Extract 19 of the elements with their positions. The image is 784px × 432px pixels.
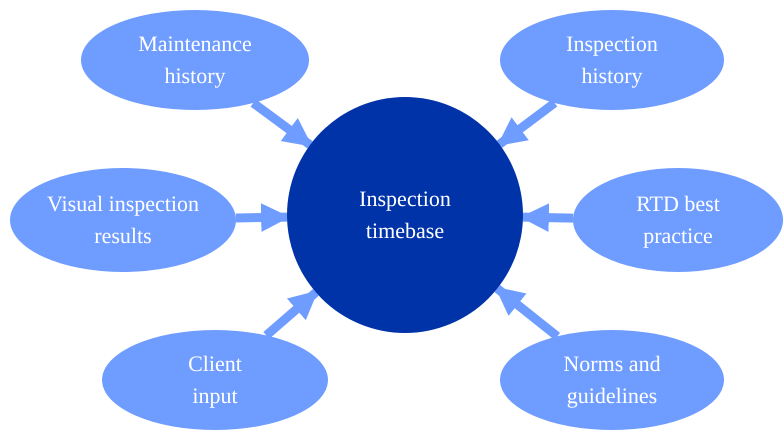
arrow: [494, 285, 560, 340]
arrow: [520, 203, 574, 232]
node-label: Inspection history: [565, 30, 659, 90]
node-label: Norms and guidelines: [562, 350, 662, 410]
topic-ellipse: [573, 168, 783, 272]
topic-ellipse: [102, 330, 328, 430]
topic-ellipse: [10, 168, 236, 272]
node-label: Visual inspection results: [46, 190, 200, 250]
topic-ellipse: [500, 330, 724, 430]
arrow: [250, 99, 313, 149]
arrow: [496, 99, 558, 148]
node-label: RTD best practice: [635, 190, 721, 250]
center-circle: [287, 97, 523, 333]
topic-ellipse: [81, 10, 309, 110]
node-label: Maintenance history: [137, 30, 253, 90]
topic-ellipse: [500, 10, 724, 110]
node-label: Client input: [187, 350, 243, 410]
node-label: Inspection timebase: [358, 185, 452, 245]
arrow: [263, 288, 319, 339]
